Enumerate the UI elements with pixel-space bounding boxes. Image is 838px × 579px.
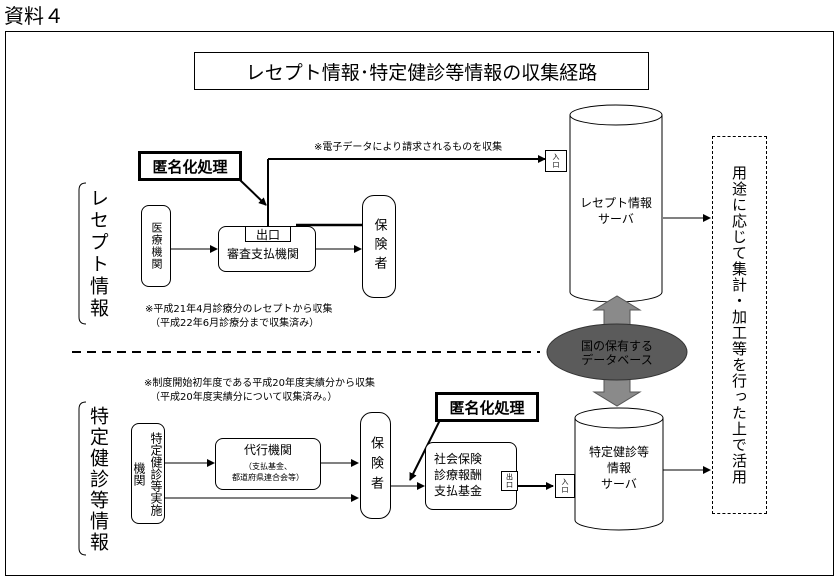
- insurer-box-checkup: 保険者: [360, 412, 391, 519]
- checkup-server-label: 特定健診等 情報 サーバ: [588, 445, 649, 491]
- database-label: 国の保有する データベース: [580, 339, 653, 367]
- fund-label: 社会保険 診療報酬 支払基金: [434, 452, 483, 498]
- review-payment-org-label: 審査支払機関: [227, 247, 300, 261]
- header-label: 資料４: [4, 4, 64, 28]
- anonymize-box-receipt: 匿名化処理: [138, 151, 242, 181]
- receipt-side-label: レセプト情報: [87, 188, 109, 320]
- usage-box: 用途に応じて集計・加工等を行った上で活用: [712, 136, 767, 514]
- receipt-bracket: [78, 182, 87, 325]
- receipt-exit-label: 出口: [245, 226, 291, 242]
- checkup-bracket: [78, 401, 87, 556]
- anonymize-box-checkup: 匿名化処理: [435, 392, 539, 422]
- fund-exit-label: 出口: [501, 471, 518, 491]
- implementing-org-box: 特定健診等実施機関: [131, 423, 165, 524]
- database-ellipse: [546, 323, 688, 381]
- insurer-box-receipt: 保険者: [362, 195, 396, 298]
- receipt-period-note-2: （平成22年6月診療分まで収集済み）: [150, 318, 320, 329]
- checkup-entry-label: 入口: [555, 474, 575, 498]
- electronic-data-note: ※電子データにより請求されるものを収集: [314, 142, 503, 153]
- receipt-period-note-1: ※平成21年4月診療分のレセプトから収集: [145, 304, 333, 315]
- fund-box: 社会保険 診療報酬 支払基金 出口: [425, 442, 518, 510]
- up-grey-arrow: [592, 295, 642, 326]
- agent-org-box: 代行機関 （支払基金、 都道府県連合会等）: [215, 438, 321, 490]
- agent-org-label: 代行機関: [243, 443, 292, 457]
- down-grey-arrow: [592, 377, 642, 407]
- diagram-title-text: レセプト情報･特定健診等情報の収集経路: [245, 61, 598, 84]
- agent-org-sub: （支払基金、 都道府県連合会等）: [232, 462, 304, 482]
- review-payment-org-box: 出口 審査支払機関: [218, 226, 316, 272]
- receipt-entry-label: 入口: [545, 150, 567, 172]
- usage-text: 用途に応じて集計・加工等を行った上で活用: [730, 165, 748, 485]
- receipt-server-label: レセプト情報 サーバ: [579, 196, 652, 226]
- diagram-title: レセプト情報･特定健診等情報の収集経路: [194, 52, 649, 90]
- checkup-start-note-1: ※制度開始初年度である平成20年度実績分から収集: [144, 378, 376, 389]
- checkup-side-label: 特定健診等情報: [87, 406, 109, 553]
- receipt-server-cylinder: [569, 104, 663, 303]
- checkup-start-note-2: （平成20年度実績分について収集済み。）: [150, 392, 338, 403]
- medical-institution-box: 医療機関: [141, 205, 171, 287]
- checkup-server-cylinder: [574, 407, 664, 531]
